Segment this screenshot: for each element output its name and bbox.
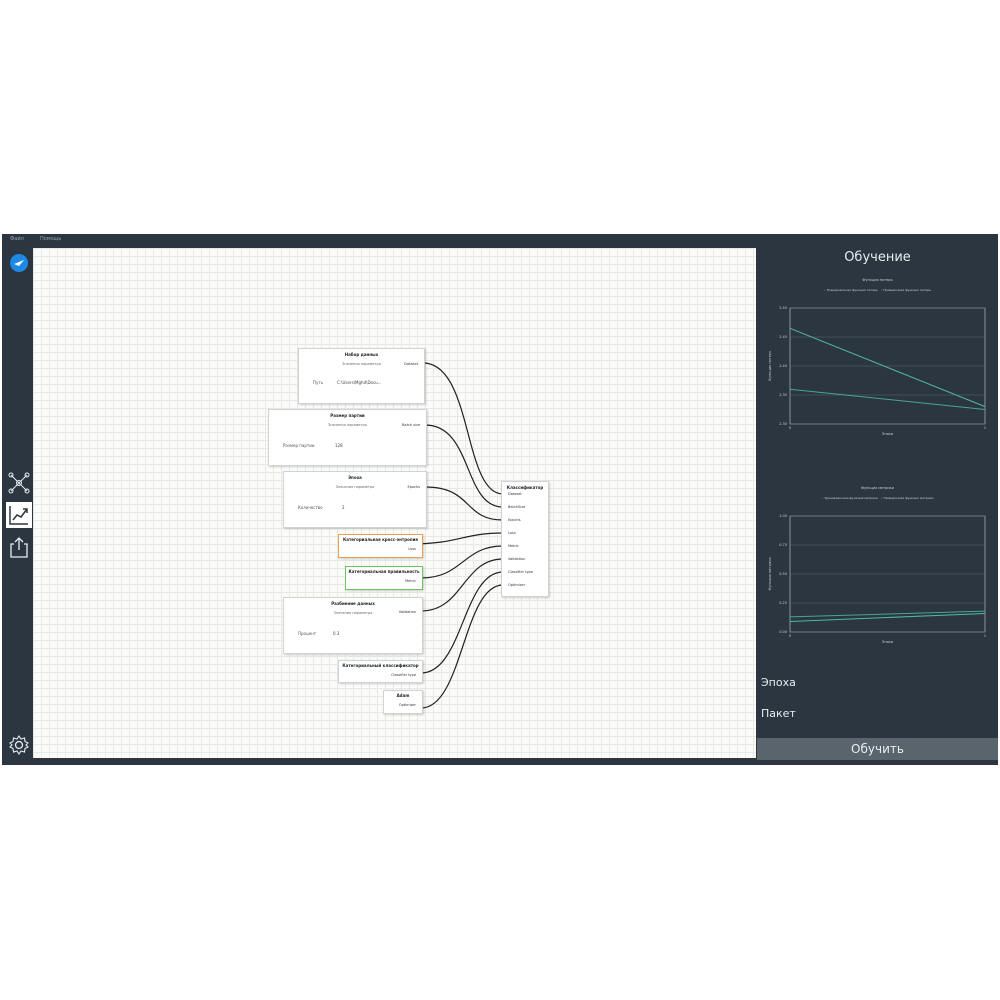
node-title: Adam [396, 693, 410, 698]
sidebar [2, 248, 33, 763]
legend-entry: Тренировочная функция метрики [824, 496, 878, 500]
input-port-label[interactable]: Epochs [508, 518, 521, 522]
loss-chart: Функция потерь • Тренировочная функция п… [757, 276, 998, 436]
y-tick-label: 0.25 [779, 601, 787, 605]
epoch-progress-label: Эпоха [761, 676, 796, 689]
output-port-label[interactable]: Dataset [404, 362, 418, 366]
chart-legend: • Тренировочная функция потерь • Проверо… [823, 288, 932, 292]
output-port-label[interactable]: Loss [408, 547, 416, 551]
x-axis-label: Эпохи [882, 432, 893, 436]
node-title: Эпоха [348, 475, 362, 480]
param-value[interactable]: 0.3 [333, 631, 340, 636]
x-tick-label: 1 [984, 634, 986, 638]
series-line [789, 327, 986, 408]
param-label: Размер партии [283, 443, 315, 448]
param-value[interactable]: 128 [335, 443, 343, 448]
legend-entry: Проверочная функция потерь [883, 288, 932, 292]
input-port-label[interactable]: Metric [508, 544, 519, 548]
chart-trend-icon[interactable] [6, 502, 32, 528]
node-classifier-type[interactable]: Категориальный классификатор Classifier … [338, 660, 423, 683]
x-tick-label: 1 [984, 426, 986, 430]
node-editor-canvas[interactable]: Набор данных Значения параметра Путь C:\… [33, 248, 756, 758]
node-subtitle: Значения параметра [342, 362, 381, 366]
param-label: Путь [313, 380, 324, 385]
legend-entry: Тренировочная функция потерь [826, 288, 878, 292]
node-title: Категориальная правильность [348, 569, 420, 574]
node-batch-size[interactable]: Размер партии Значения параметра Размер … [268, 409, 427, 466]
y-tick-label: 0.75 [779, 543, 787, 547]
node-epochs[interactable]: Эпоха Значения параметра Количество 2 Ep… [283, 471, 427, 528]
series-line [789, 610, 986, 618]
node-dataset[interactable]: Набор данных Значения параметра Путь C:\… [298, 348, 425, 404]
train-button[interactable]: Обучить [757, 738, 998, 760]
param-value[interactable]: C:\Users\Mghd\Docu... [337, 380, 382, 385]
y-axis-label: Функция потерь [768, 351, 772, 381]
node-optimizer[interactable]: Adam Optimizer [383, 690, 423, 714]
node-data-split[interactable]: Разбиение данных Значения параметра Проц… [283, 597, 423, 654]
chart-legend: • Тренировочная функция метрики • Провер… [821, 496, 934, 500]
training-panel: Обучение Функция потерь • Тренировочная … [757, 248, 998, 763]
node-title: Размер партии [330, 413, 365, 418]
node-title: Классификатор [506, 485, 544, 490]
x-axis-label: Эпохи [882, 640, 893, 644]
node-title: Категориальная кросс-энтропия [342, 537, 418, 542]
node-title: Набор данных [344, 352, 379, 357]
y-tick-label: 2.50 [779, 306, 787, 310]
app-window: Файл Помощь [2, 234, 998, 765]
input-port-label[interactable]: Optimizer [508, 583, 526, 587]
output-port-label[interactable]: Optimizer [398, 703, 416, 707]
series-line [789, 612, 986, 623]
node-loss[interactable]: Категориальная кросс-энтропия Loss [338, 534, 423, 558]
x-tick-label: 0 [789, 426, 791, 430]
node-subtitle: Значения параметра [333, 611, 373, 615]
param-value[interactable]: 2 [342, 505, 345, 510]
menu-help[interactable]: Помощь [40, 236, 62, 242]
output-port-label[interactable]: Epochs [407, 485, 420, 489]
node-subtitle: Значения параметра [328, 423, 367, 427]
input-port-label[interactable]: Dataset [508, 492, 522, 496]
chart-title: Функция потерь [862, 278, 893, 282]
batch-progress-label: Пакет [761, 707, 796, 720]
panel-title: Обучение [844, 250, 911, 265]
graph-nodes-icon[interactable] [6, 470, 32, 496]
menu-file[interactable]: Файл [10, 236, 24, 242]
menu-bar: Файл Помощь [2, 234, 998, 248]
legend-entry: Проверочная функция метрики [883, 496, 934, 500]
series-line [789, 388, 986, 410]
y-tick-label: 2.35 [779, 393, 787, 397]
param-label: Процент [298, 631, 317, 636]
input-port-label[interactable]: Classifier type [508, 570, 533, 574]
output-port-label[interactable]: Validation [398, 610, 416, 614]
app-logo-icon [10, 254, 28, 272]
input-port-label[interactable]: Validation [508, 557, 526, 561]
output-port-label[interactable]: Classifier type [391, 673, 416, 677]
y-tick-label: 2.40 [779, 364, 787, 368]
input-port-label[interactable]: Loss [508, 531, 516, 535]
node-title: Разбиение данных [331, 601, 375, 606]
y-axis-label: Функция метрики [768, 557, 772, 590]
x-tick-label: 0 [789, 634, 791, 638]
export-icon[interactable] [6, 534, 32, 560]
node-subtitle: Значения параметра [335, 485, 375, 489]
y-tick-label: 1.00 [779, 514, 787, 518]
node-title: Категориальный классификатор [342, 663, 419, 668]
node-metric[interactable]: Категориальная правильность Metric [345, 566, 423, 590]
chart-title: Функция метрики [860, 486, 895, 490]
output-port-label[interactable]: Batch size [402, 423, 420, 427]
gear-icon[interactable] [6, 732, 32, 758]
y-tick-label: 0.50 [779, 572, 787, 576]
input-port-label[interactable]: BatchSize [508, 505, 526, 509]
output-port-label[interactable]: Metric [405, 579, 416, 583]
metric-chart: Функция метрики • Тренировочная функция … [757, 484, 998, 644]
y-tick-label: 0.00 [779, 630, 787, 634]
y-tick-label: 2.30 [779, 422, 787, 426]
param-label: Количество [298, 505, 323, 510]
y-tick-label: 2.45 [779, 335, 787, 339]
node-trainer[interactable]: Классификатор Dataset BatchSize Epochs L… [501, 481, 549, 597]
